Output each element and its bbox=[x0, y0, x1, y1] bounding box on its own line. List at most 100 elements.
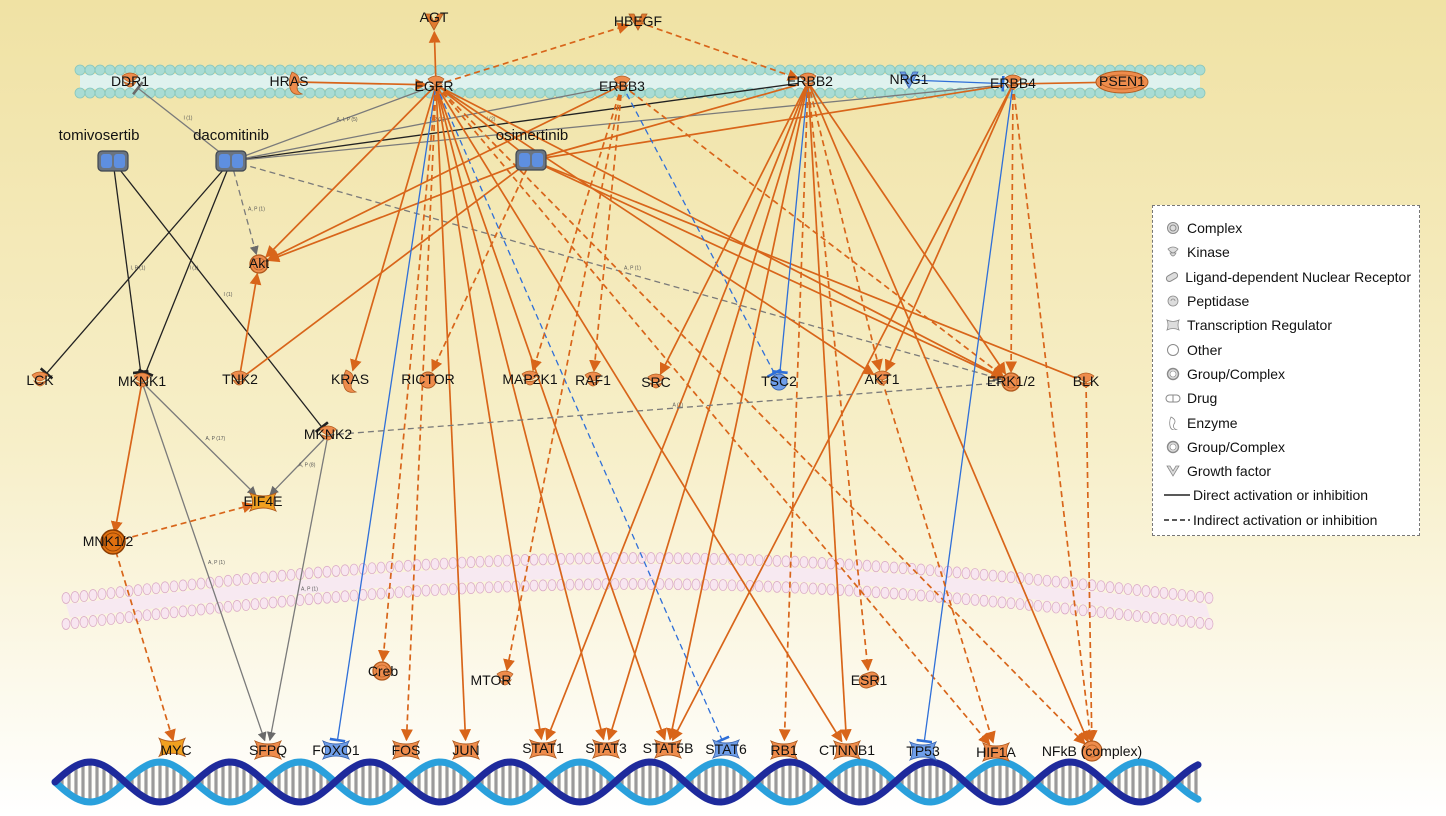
membrane-head bbox=[644, 87, 656, 99]
nuclear-membrane-head bbox=[799, 556, 809, 568]
edge-dacomitinib-to-erbb2 bbox=[230, 82, 799, 162]
edge-mknk1-to-mnk12 bbox=[110, 381, 143, 534]
membrane-head bbox=[214, 87, 226, 99]
transcription-regulator-icon bbox=[981, 742, 1011, 762]
transcription-regulator-icon bbox=[158, 737, 187, 758]
node-map2k1[interactable]: MAP2K1 bbox=[502, 370, 558, 387]
node-nfkb[interactable]: NFkB (complex) bbox=[1042, 740, 1142, 762]
membrane-head bbox=[1184, 64, 1196, 76]
node-erbb4[interactable]: ERBB4 bbox=[990, 74, 1036, 91]
node-mknk1[interactable]: MKNK1 bbox=[118, 372, 166, 389]
node-psen1[interactable]: PSEN1 bbox=[1095, 70, 1149, 94]
nuclear-membrane-head bbox=[142, 583, 152, 596]
node-mnk12[interactable]: MNK1/2 bbox=[83, 529, 134, 555]
membrane-head bbox=[304, 87, 316, 99]
node-esr1[interactable]: ESR1 bbox=[851, 670, 888, 690]
node-kras[interactable]: KRAS bbox=[331, 369, 369, 393]
kinase-icon bbox=[584, 371, 602, 387]
nuclear-membrane-head bbox=[1150, 612, 1160, 624]
nuclear-membrane-head bbox=[79, 616, 89, 628]
membrane-head bbox=[1174, 64, 1186, 76]
node-fos[interactable]: FOS bbox=[392, 740, 421, 760]
nuclear-membrane-head bbox=[781, 555, 791, 568]
node-hif1a[interactable]: HIF1A bbox=[976, 742, 1016, 762]
legend-label: Enzyme bbox=[1187, 414, 1238, 431]
node-erbb2[interactable]: ERBB2 bbox=[787, 72, 833, 89]
nuclear-membrane-head bbox=[628, 578, 638, 590]
nuclear-membrane-head bbox=[790, 581, 800, 594]
node-stat1[interactable]: STAT1 bbox=[522, 739, 564, 759]
nuclear-membrane-head bbox=[961, 567, 971, 580]
nuclear-membrane-head bbox=[799, 582, 809, 594]
node-tnk2[interactable]: TNK2 bbox=[222, 370, 258, 387]
nuclear-membrane-head bbox=[1078, 578, 1088, 591]
edge-dacomitinib-to-erbb3 bbox=[230, 86, 613, 162]
node-hbegf[interactable]: HBEGF bbox=[614, 13, 662, 31]
node-akt1[interactable]: AKT1 bbox=[864, 370, 900, 387]
node-eif4e[interactable]: EIF4E bbox=[244, 492, 283, 512]
node-foxo1[interactable]: FOXO1 bbox=[312, 740, 360, 760]
membrane-head bbox=[1084, 64, 1096, 76]
edge-osimertinib-to-erbb2 bbox=[530, 83, 799, 161]
legend-ldnr-icon bbox=[1163, 270, 1181, 284]
node-rb1[interactable]: RB1 bbox=[769, 740, 799, 760]
node-jun[interactable]: JUN bbox=[451, 740, 481, 760]
membrane-head bbox=[614, 64, 626, 76]
membrane-head bbox=[724, 64, 736, 76]
node-lck[interactable]: LCK bbox=[26, 371, 54, 388]
node-mknk2[interactable]: MKNK2 bbox=[304, 425, 352, 442]
node-erk12[interactable]: ERK1/2 bbox=[987, 372, 1035, 392]
nuclear-membrane-head bbox=[340, 590, 350, 603]
nuclear-membrane-head bbox=[709, 553, 719, 565]
edge-egfr-to-akt1 bbox=[435, 84, 875, 376]
growth-factor-icon bbox=[899, 71, 919, 89]
legend-growth-icon bbox=[1163, 464, 1183, 478]
node-osimertinib[interactable]: osimertinib bbox=[496, 127, 569, 171]
membrane-head bbox=[854, 87, 866, 99]
node-rictor[interactable]: RICTOR bbox=[401, 371, 455, 389]
membrane-head bbox=[194, 64, 206, 76]
nuclear-membrane-head bbox=[925, 590, 935, 603]
node-creb[interactable]: Creb bbox=[368, 661, 399, 681]
node-blk[interactable]: BLK bbox=[1073, 372, 1100, 389]
membrane-head bbox=[1044, 87, 1056, 99]
nuclear-membrane-head bbox=[259, 597, 269, 610]
node-src[interactable]: SRC bbox=[641, 373, 671, 390]
membrane-head bbox=[834, 64, 846, 76]
node-myc[interactable]: MYC bbox=[158, 737, 192, 758]
node-sfpq[interactable]: SFPQ bbox=[249, 740, 287, 760]
nuclear-membrane-head bbox=[493, 581, 503, 593]
drug-icon bbox=[515, 149, 547, 171]
node-stat6[interactable]: STAT6 bbox=[705, 739, 747, 759]
node-dacomitinib[interactable]: dacomitinib bbox=[193, 127, 269, 172]
transcription-regulator-icon bbox=[253, 740, 283, 760]
node-tp53[interactable]: TP53 bbox=[906, 741, 940, 761]
node-raf1[interactable]: RAF1 bbox=[575, 371, 611, 388]
node-hras[interactable]: HRAS bbox=[270, 71, 309, 95]
nuclear-membrane-head bbox=[1204, 618, 1214, 630]
edge-egfr-to-kras bbox=[350, 84, 437, 372]
node-mtor[interactable]: MTOR bbox=[471, 670, 514, 688]
node-stat3[interactable]: STAT3 bbox=[585, 739, 627, 759]
node-nrg1[interactable]: NRG1 bbox=[890, 71, 929, 89]
membrane-head bbox=[324, 64, 336, 76]
nuclear-membrane-head bbox=[1105, 581, 1115, 594]
node-stat5b[interactable]: STAT5B bbox=[643, 739, 694, 759]
node-label: DDR1 bbox=[111, 73, 149, 89]
nuclear-membrane-head bbox=[979, 568, 989, 581]
node-erbb3[interactable]: ERBB3 bbox=[599, 75, 645, 94]
nuclear-membrane-head bbox=[790, 555, 800, 568]
node-akt[interactable]: Akt bbox=[249, 254, 269, 274]
node-egfr[interactable]: EGFR bbox=[415, 75, 454, 94]
node-tomivosertib[interactable]: tomivosertib bbox=[59, 127, 140, 172]
node-tsc2[interactable]: TSC2 bbox=[761, 373, 797, 391]
node-ddr1[interactable]: DDR1 bbox=[111, 72, 149, 89]
membrane-head bbox=[714, 64, 726, 76]
node-label: LCK bbox=[26, 372, 54, 388]
edge-erbb4-to-nfkb bbox=[1012, 83, 1096, 743]
node-agt[interactable]: AGT bbox=[420, 9, 449, 31]
kinase-icon bbox=[521, 370, 539, 386]
nuclear-membrane-head bbox=[880, 561, 890, 573]
node-ctnnb1[interactable]: CTNNB1 bbox=[819, 740, 875, 760]
